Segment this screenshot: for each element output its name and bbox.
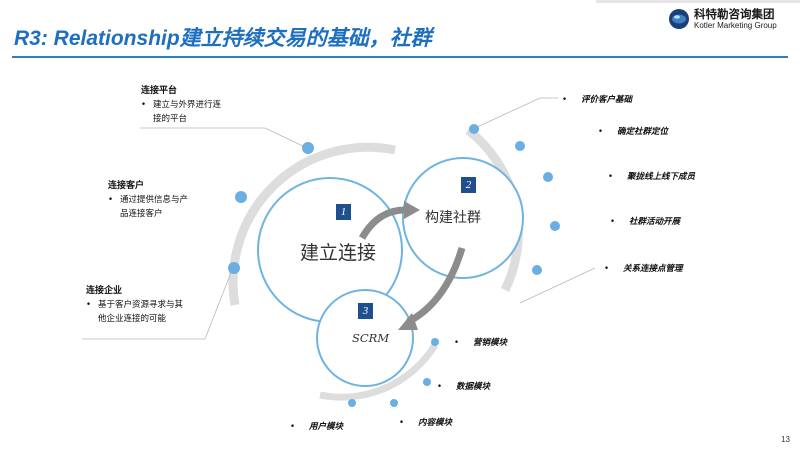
- community-item-text: 评价客户基础: [581, 95, 633, 105]
- node-platform: [302, 142, 314, 154]
- annotation-heading: 连接平台: [141, 86, 178, 96]
- number-box-2: 2: [461, 177, 476, 193]
- node-scrm-4: [348, 399, 356, 407]
- arrow-head-scrm: [398, 313, 418, 330]
- scrm-item-text: 营销模块: [473, 338, 508, 348]
- node-customer: [235, 191, 247, 203]
- community-item-2: •确定社群定位: [598, 127, 669, 137]
- community-item-text: 聚拢线上线下成员: [627, 172, 696, 182]
- connector-lines: [82, 97, 596, 340]
- node-enterprise: [228, 262, 240, 274]
- number-box-3: 3: [358, 303, 373, 319]
- annotation-text: 接的平台: [153, 114, 188, 124]
- logo-english-text: Kotler Marketing Group: [694, 21, 777, 30]
- scrm-item-marketing: •营销模块: [454, 338, 508, 348]
- page-number: 13: [781, 435, 790, 444]
- kotler-logo: 科特勒咨询集团 Kotler Marketing Group: [668, 5, 796, 35]
- connector-line-community: [474, 97, 558, 129]
- connector-line-platform: [140, 127, 306, 148]
- scrm-item-text: 用户模块: [309, 422, 344, 432]
- top-accent-bar: [596, 0, 800, 3]
- circle-scrm: [316, 289, 414, 387]
- scrm-item-text: 内容模块: [418, 418, 453, 428]
- community-item-text: 社群活动开展: [629, 217, 681, 227]
- scrm-item-user: •用户模块: [290, 422, 344, 432]
- node-community-1: [469, 124, 479, 134]
- annotation-bullet-cont: 品连接客户: [108, 208, 188, 220]
- annotation-heading: 连接客户: [108, 181, 145, 191]
- annotation-enterprise: 连接企业 •基于客户资源寻求与其 他企业连接的可能: [86, 283, 183, 325]
- circle-label-connect: 建立连接: [300, 242, 377, 264]
- circle-label-scrm: SCRM: [352, 331, 390, 345]
- connector-line-relation: [519, 267, 596, 304]
- node-community-4: [550, 221, 560, 231]
- annotation-bullet: •建立与外界进行连: [141, 100, 222, 110]
- annotation-text: 基于客户资源寻求与其: [98, 300, 184, 310]
- annotation-bullet: •基于客户资源寻求与其: [86, 300, 184, 310]
- connector-line-enterprise: [82, 269, 233, 340]
- annotation-text: 他企业连接的可能: [98, 314, 167, 324]
- annotation-heading: 连接企业: [86, 286, 123, 296]
- arrow-head-community: [404, 201, 420, 219]
- circle-community: [402, 157, 524, 279]
- number-box-1: 1: [336, 204, 351, 220]
- node-community-5: [532, 265, 542, 275]
- title-divider: [12, 56, 788, 58]
- scrm-item-text: 数据模块: [456, 382, 491, 392]
- scrm-item-content: •内容模块: [399, 418, 453, 428]
- node-scrm-3: [390, 399, 398, 407]
- community-item-1: •评价客户基础: [562, 95, 633, 105]
- globe-logo-icon: [669, 9, 689, 29]
- community-item-5: •关系连接点管理: [604, 264, 683, 274]
- community-item-3: •聚拢线上线下成员: [608, 172, 696, 182]
- node-community-2: [515, 141, 525, 151]
- annotation-text: 品连接客户: [120, 209, 163, 219]
- annotation-customer: 连接客户 •通过提供信息与产 品连接客户: [108, 178, 188, 220]
- annotation-platform: 连接平台 •建立与外界进行连 接的平台: [141, 83, 221, 125]
- arrow-community-to-scrm: [406, 247, 466, 326]
- logo-chinese-text: 科特勒咨询集团: [694, 7, 775, 21]
- annotation-bullet-cont: 他企业连接的可能: [86, 313, 183, 325]
- scrm-item-data: •数据模块: [437, 382, 491, 392]
- annotation-text: 建立与外界进行连: [153, 100, 222, 110]
- community-item-4: •社群活动开展: [610, 217, 681, 227]
- outer-ring-bottom: [319, 343, 438, 401]
- annotation-bullet: •通过提供信息与产: [108, 195, 189, 205]
- circle-label-community: 构建社群: [425, 210, 481, 226]
- node-scrm-2: [423, 378, 431, 386]
- node-scrm-1: [431, 338, 439, 346]
- community-item-text: 确定社群定位: [617, 127, 669, 137]
- annotation-text: 通过提供信息与产: [120, 195, 189, 205]
- node-community-3: [543, 172, 553, 182]
- community-item-text: 关系连接点管理: [623, 264, 683, 274]
- arrow-connect-to-community: [358, 206, 406, 240]
- slide-title: R3: Relationship建立持续交易的基础，社群: [14, 27, 432, 50]
- annotation-bullet-cont: 接的平台: [141, 113, 221, 125]
